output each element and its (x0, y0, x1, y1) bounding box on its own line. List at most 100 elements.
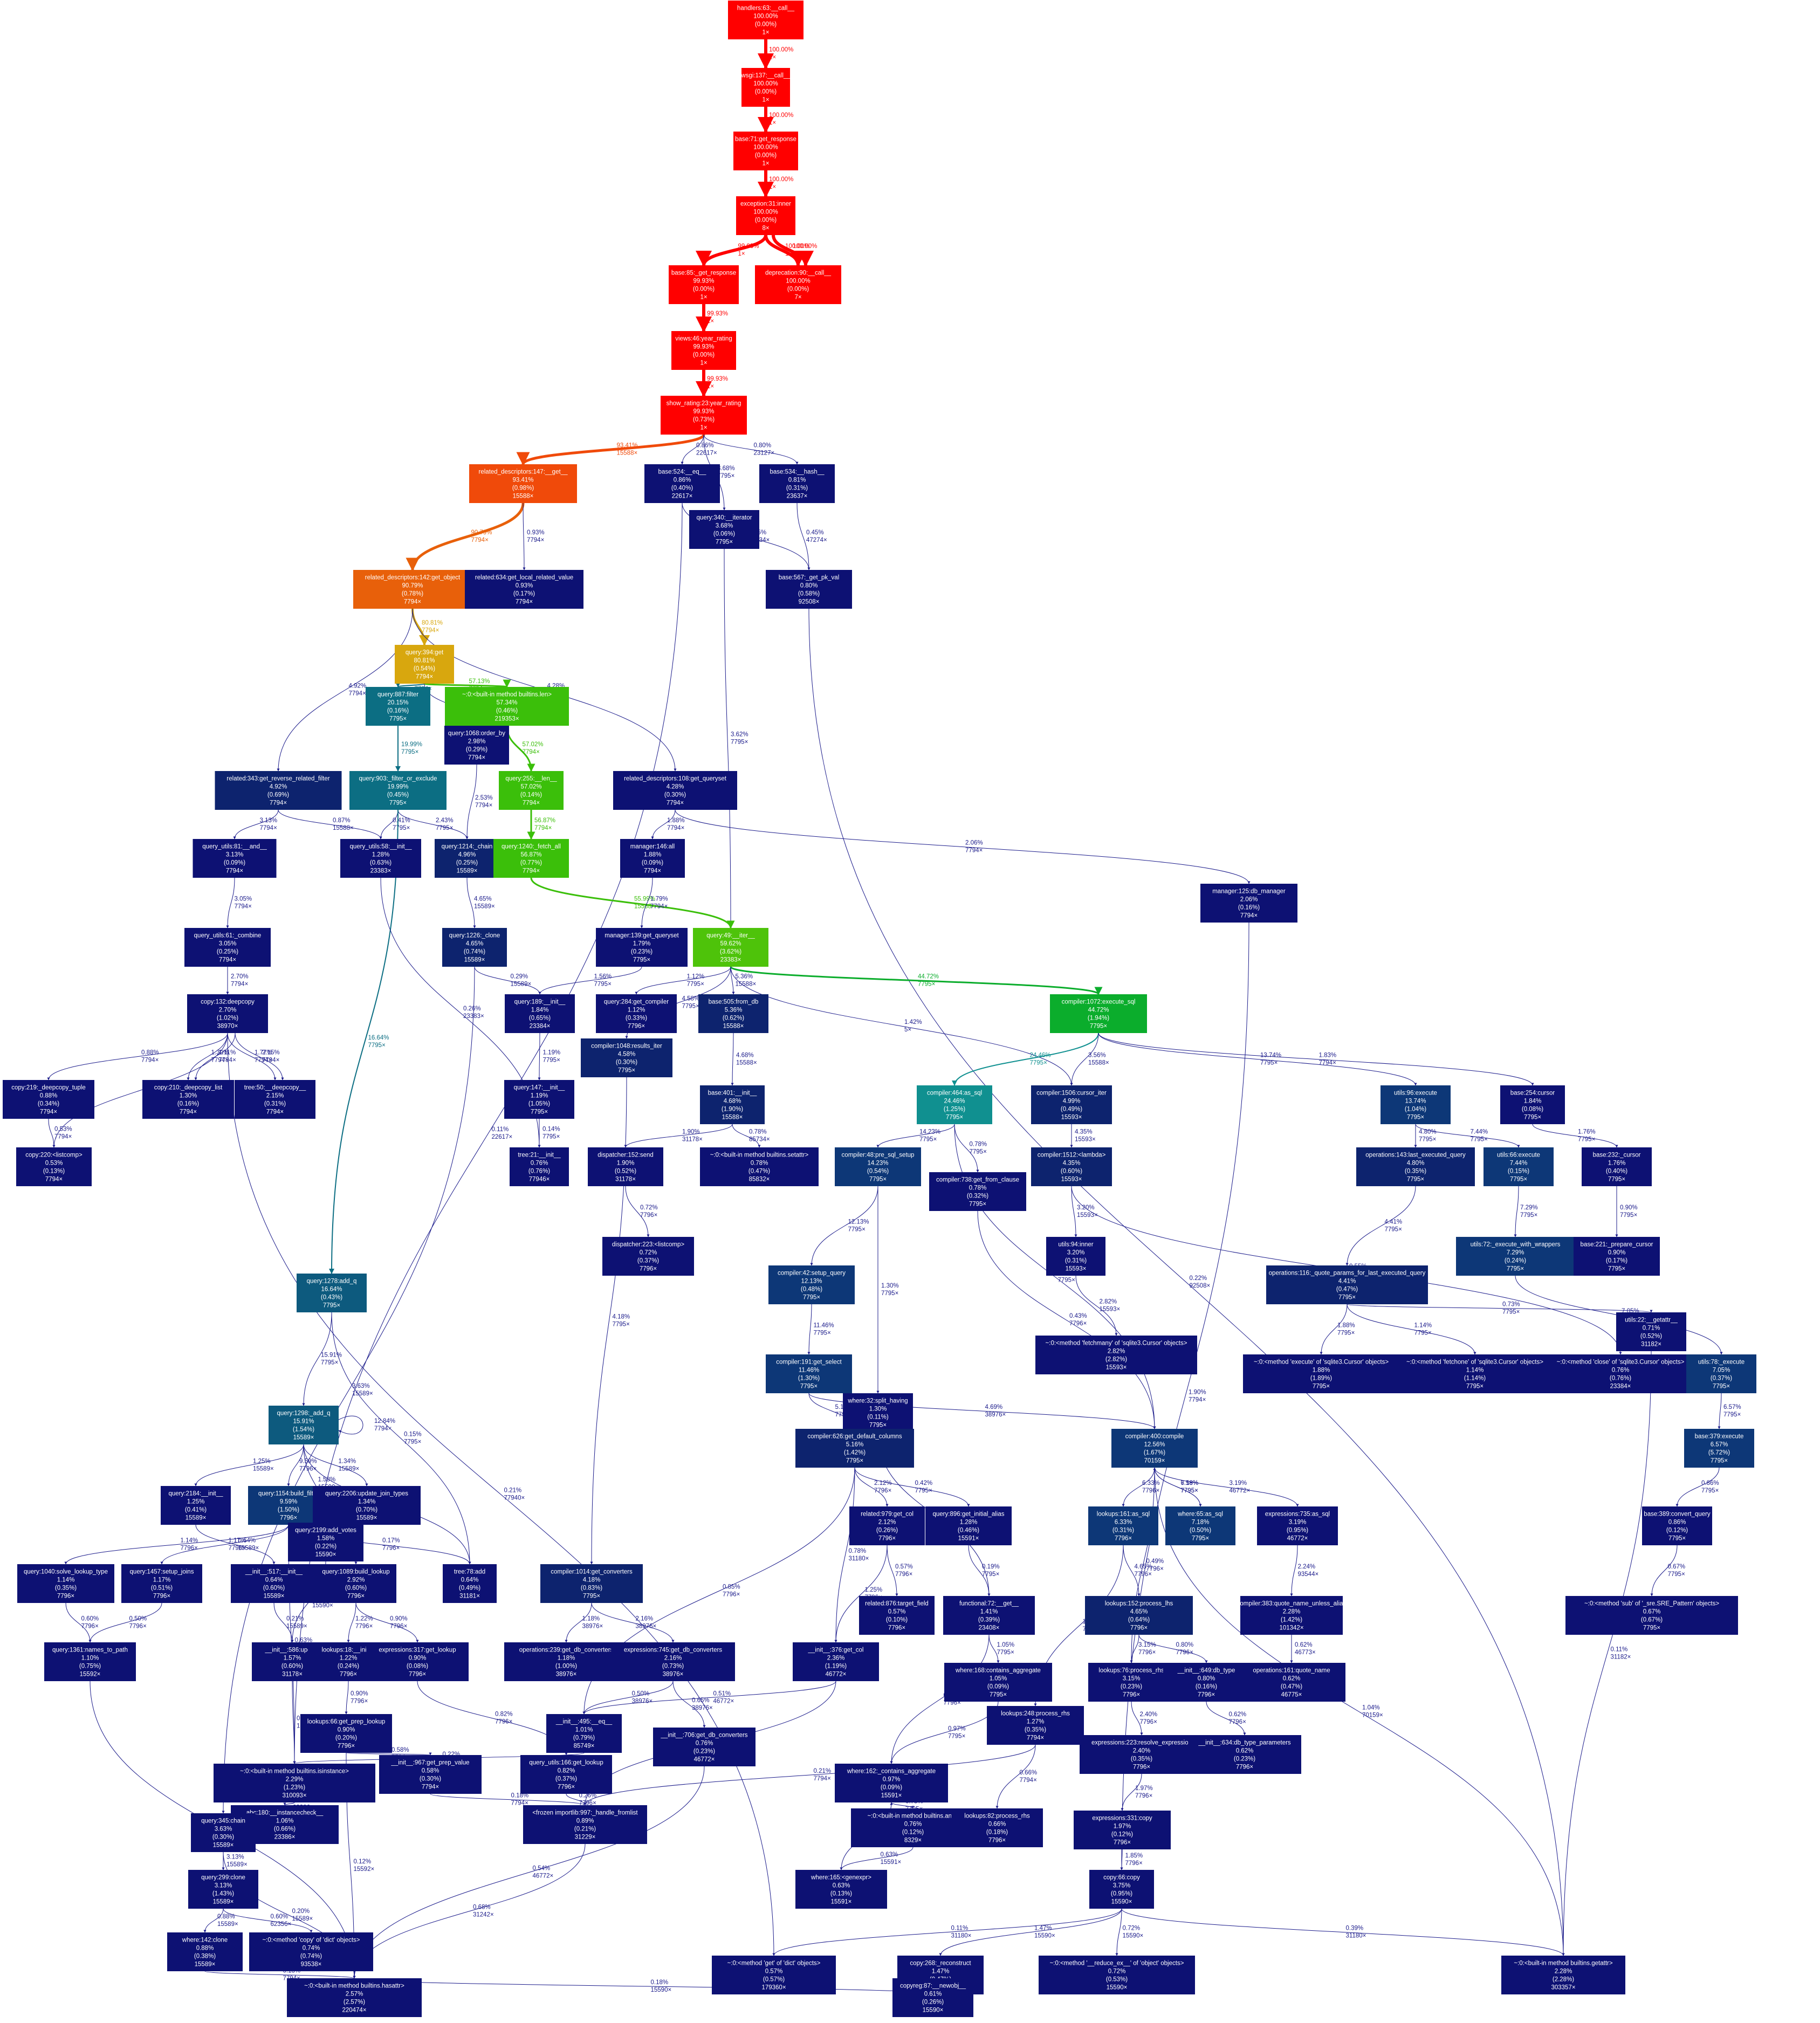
node-stat-label: 1.28% (960, 1519, 978, 1526)
edge-line (1650, 1545, 1678, 1597)
node-stat-label: 1.06% (276, 1818, 294, 1825)
node-box (1257, 1506, 1338, 1545)
edge-calls-label: 7795× (948, 1733, 965, 1740)
node-box (504, 1642, 628, 1681)
node-box (693, 928, 768, 967)
node-box (944, 1663, 1052, 1702)
call-edge: 2.82%15593× (1075, 1275, 1120, 1336)
edge-line (64, 1524, 289, 1565)
node-stat-label: (0.43%) (321, 1295, 342, 1301)
node-box (653, 1728, 756, 1766)
call-edge: 0.15%7795× (331, 1312, 471, 1565)
edge-calls-label: 22617× (492, 1134, 513, 1140)
edge-line (353, 1766, 705, 1979)
node-stat-label: 0.80% (800, 583, 818, 589)
node-box (602, 1237, 694, 1276)
node-stat-label: (0.00%) (755, 89, 777, 95)
call-node-n68: ~:0:<method 'execute' of 'sqlite3.Cursor… (1243, 1354, 1399, 1393)
node-box (469, 464, 577, 503)
node-stat-label: (1.42%) (844, 1450, 866, 1456)
node-stat-label: (1.50%) (278, 1507, 299, 1513)
node-stat-label: 0.97% (883, 1777, 901, 1783)
edge-percent-label: 15.91% (321, 1352, 342, 1359)
call-node-n94: related:876:target_field0.57%(0.10%)7796… (859, 1596, 935, 1635)
edge-percent-label: 1.77% (255, 1050, 272, 1056)
call-node-n11: base:534:__hash__0.81%(0.31%)23637× (759, 464, 835, 503)
edge-calls-label: 7795× (848, 1227, 866, 1233)
edge-calls-label: 7795× (970, 1149, 987, 1155)
node-function-label: related_descriptors:147:__get__ (479, 469, 568, 476)
node-function-label: tree:21:__init__ (518, 1152, 561, 1159)
node-stat-label: (1.02%) (217, 1015, 238, 1022)
edge-calls-label: 93544× (1298, 1571, 1319, 1578)
node-stat-label: 7795× (1313, 1384, 1330, 1390)
node-function-label: compiler:1506:cursor_iter (1036, 1090, 1107, 1097)
call-node-n69: ~:0:<method 'fetchone' of 'sqlite3.Curso… (1394, 1354, 1556, 1393)
edge-percent-label: 0.66% (1020, 1770, 1038, 1776)
node-box (249, 1932, 373, 1971)
edge-line (227, 1033, 775, 1956)
edge-line (347, 1602, 356, 1643)
node-stat-label: 15592× (80, 1671, 101, 1678)
edge-line (379, 809, 399, 840)
edge-calls-label: 31180× (1346, 1933, 1366, 1939)
edge-percent-label: 0.18% (651, 1979, 669, 1986)
node-stat-label: 7795× (323, 1303, 340, 1309)
node-stat-label: 12.56% (1144, 1442, 1165, 1448)
edge-line (227, 1033, 277, 1081)
edge-calls-label: 15588× (333, 825, 354, 831)
call-edge: 100.00%1× (758, 170, 793, 198)
node-stat-label: 7796× (1133, 1764, 1150, 1771)
node-box (188, 1870, 258, 1909)
edge-line (840, 1847, 914, 1870)
node-function-label: compiler:1048:results_iter (591, 1043, 662, 1050)
edge-calls-label: 7796× (579, 1800, 596, 1807)
node-stat-label: (0.54%) (867, 1168, 889, 1175)
node-stat-label: (0.41%) (185, 1507, 207, 1513)
edge-calls-label: 15589× (226, 1862, 248, 1868)
edge-percent-label: 0.60% (271, 1914, 289, 1920)
node-stat-label: (0.77%) (520, 860, 542, 866)
node-box (1616, 1312, 1686, 1351)
node-stat-label: (1.94%) (1088, 1015, 1109, 1022)
call-node-n95: functional:72:__get__1.41%(0.39%)23408× (943, 1596, 1035, 1635)
edge-percent-label: 11.46% (814, 1323, 834, 1329)
edge-line (277, 608, 413, 772)
node-stat-label: 7795× (1090, 1023, 1107, 1030)
node-stat-label: 3.75% (1113, 1883, 1131, 1889)
node-stat-label: 101342× (1279, 1625, 1303, 1632)
node-function-label: base:254:cursor (1510, 1090, 1555, 1097)
node-function-label: lookups:152:process_lhs (1105, 1601, 1173, 1607)
node-stat-label: 23408× (979, 1625, 1000, 1632)
node-stat-label: (0.17%) (513, 591, 535, 597)
node-box (1356, 1147, 1475, 1186)
node-function-label: ~:0:<method 'copy' of 'dict' objects> (262, 1937, 360, 1944)
edge-percent-label: 24.46% (1030, 1052, 1051, 1059)
node-function-label: utils:66:execute (1497, 1152, 1540, 1159)
node-stat-label: (0.51%) (151, 1585, 173, 1592)
edge-percent-label: 0.11% (492, 1126, 509, 1133)
edge-percent-label: 0.54% (533, 1866, 551, 1872)
edge-line (303, 1444, 368, 1487)
node-box (795, 1870, 887, 1909)
call-edge: 0.88%7794× (47, 1033, 228, 1081)
edge-calls-label: 7796× (874, 1488, 891, 1494)
call-edge: 0.90%7796× (355, 1602, 419, 1643)
call-node-n67: utils:22:__getattr__0.71%(0.52%)31182× (1616, 1312, 1686, 1351)
call-edge: 2.15%7794× (235, 1033, 284, 1081)
node-stat-label: 15588× (723, 1023, 744, 1030)
node-box (1381, 1085, 1451, 1124)
node-function-label: exception:31:inner (740, 201, 791, 208)
node-box (510, 1147, 569, 1186)
node-function-label: query:887:filter (377, 692, 418, 698)
edge-percent-label: 1.88% (1337, 1323, 1355, 1329)
call-edge: 100.00%1× (764, 235, 809, 267)
